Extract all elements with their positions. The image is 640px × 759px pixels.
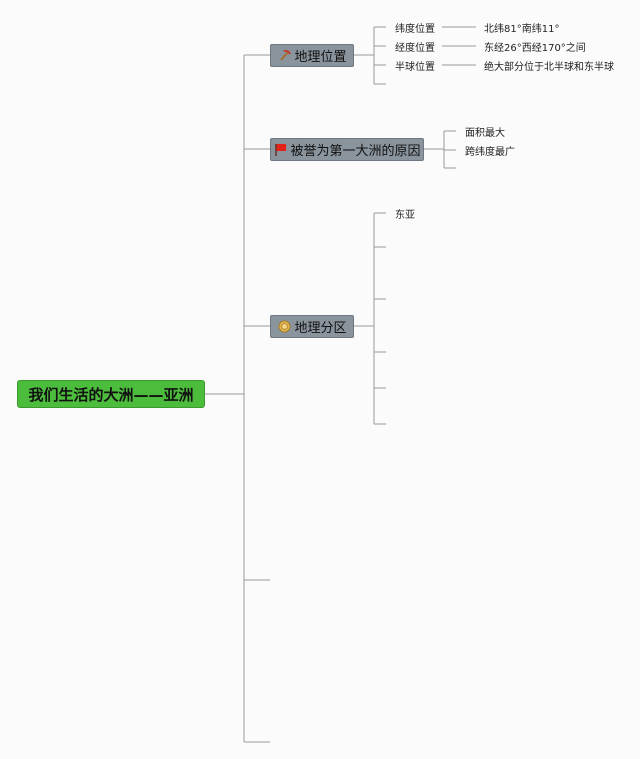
- topic-label: 地理分区: [294, 321, 347, 336]
- detail-label: 北纬81°南纬11°: [484, 23, 560, 35]
- subtopic-east-asia[interactable]: 东亚: [395, 206, 415, 221]
- medal-icon: [278, 320, 291, 334]
- topic-largest-continent-reason[interactable]: 被誉为第一大洲的原因: [270, 138, 424, 161]
- subtopic-label: 面积最大: [465, 127, 505, 139]
- detail-hemisphere[interactable]: 绝大部分位于北半球和东半球: [484, 58, 614, 73]
- subtopic-largest-area[interactable]: 面积最大: [465, 124, 505, 139]
- detail-label: 东经26°西经170°之间: [484, 42, 586, 54]
- topic-geographic-regions[interactable]: 地理分区: [270, 315, 354, 338]
- topic-label: 地理位置: [294, 50, 347, 65]
- detail-latitude[interactable]: 北纬81°南纬11°: [484, 20, 560, 35]
- root-topic[interactable]: 我们生活的大洲——亚洲: [17, 380, 205, 408]
- subtopic-longitude[interactable]: 经度位置: [395, 39, 435, 54]
- topic-geographic-location[interactable]: 地理位置: [270, 44, 354, 67]
- topic-label: 被誉为第一大洲的原因: [290, 144, 421, 159]
- red-flag-icon: [274, 143, 287, 157]
- detail-label: 绝大部分位于北半球和东半球: [484, 61, 614, 73]
- subtopic-label: 经度位置: [395, 42, 435, 54]
- subtopic-label: 半球位置: [395, 61, 435, 73]
- subtopic-hemisphere[interactable]: 半球位置: [395, 58, 435, 73]
- subtopic-latitude[interactable]: 纬度位置: [395, 20, 435, 35]
- detail-longitude[interactable]: 东经26°西经170°之间: [484, 39, 586, 54]
- subtopic-label: 跨纬度最广: [465, 146, 515, 158]
- subtopic-label: 东亚: [395, 209, 415, 221]
- root-topic-label: 我们生活的大洲——亚洲: [28, 385, 194, 404]
- pick-axe-icon: [278, 49, 291, 63]
- subtopic-widest-latitude[interactable]: 跨纬度最广: [465, 143, 515, 158]
- subtopic-label: 纬度位置: [395, 23, 435, 35]
